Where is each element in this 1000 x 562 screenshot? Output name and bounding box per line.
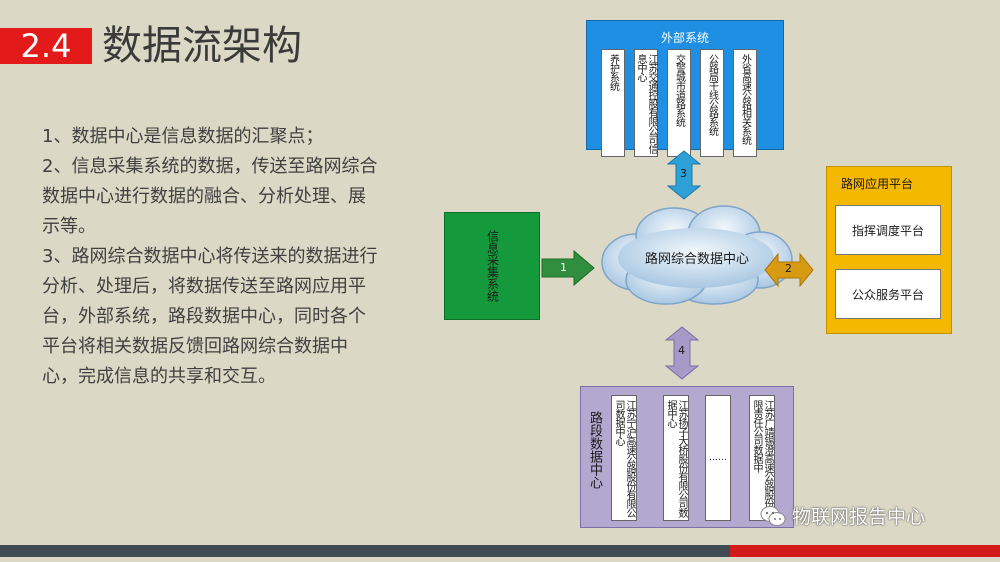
slide-number: 2.4 [0,28,92,64]
arrow-3-label: 3 [680,167,687,180]
paragraph-2: 2、信息采集系统的数据，传送至路网综合数据中心进行数据的融合、分析处理、展示等。 [42,156,378,237]
external-item-1: 养护系统 [601,49,625,157]
watermark: 物联网报告中心 [760,502,925,529]
app-platform-title: 路网应用平台 [841,177,914,191]
arrow-3 [666,150,702,200]
external-item-5: 外省高速公路相关系统 [733,49,757,157]
external-item-3: 交警城市道路系统 [667,49,691,157]
segment-item-3: …… [705,395,731,521]
arrow-2-label: 2 [785,262,792,275]
external-item-4: 公路局干线公路系统 [700,49,724,157]
arrow-1-label: 1 [560,261,567,274]
arrow-1 [541,250,595,286]
collection-system-label: 信息采集系统 [485,230,500,302]
collection-system-box: 信息采集系统 [444,212,540,320]
body-text: 1、数据中心是信息数据的汇聚点； 2、信息采集系统的数据，传送至路网综合数据中心… [42,122,382,392]
footer-bar-dark [0,545,730,557]
external-systems-title: 外部系统 [660,31,709,45]
segment-center-box: 路段数据中心 江苏宁沪高速公路股份有限公司数据中心 江苏扬子大桥股份有限公司数据… [580,386,794,528]
footer-bar-red [730,545,1000,557]
segment-item-4: 江苏广靖锡澄高速公路股份有限责任公司数据中 [749,395,775,521]
segment-center-title: 路段数据中心 [587,411,602,489]
arrow-4 [664,326,700,380]
segment-item-1: 江苏宁沪高速公路股份有限公司数据中心 [611,395,637,521]
wechat-icon [760,505,786,526]
segment-item-2: 江苏扬子大桥股份有限公司数据中心 [663,395,689,521]
slide-title: 数据流架构 [102,23,302,69]
app-platform-item-1: 指挥调度平台 [835,205,941,255]
data-center-label: 路网综合数据中心 [644,252,749,267]
app-platform-item-2: 公众服务平台 [835,269,941,319]
paragraph-1: 1、数据中心是信息数据的汇聚点； [42,126,324,147]
arrow-4-label: 4 [678,344,685,357]
watermark-text: 物联网报告中心 [792,506,926,528]
arrow-2 [764,252,814,288]
data-center-cloud [601,205,793,305]
paragraph-3: 3、路网综合数据中心将传送来的数据进行分析、处理后，将数据传送至路网应用平台，外… [42,246,378,387]
app-platform-box: 路网应用平台 指挥调度平台 公众服务平台 [826,166,952,334]
external-item-2: 江苏交通控股有限公司信息中心 [634,49,658,157]
external-systems-box: 外部系统 养护系统 江苏交通控股有限公司信息中心 交警城市道路系统 公路局干线公… [586,20,784,157]
